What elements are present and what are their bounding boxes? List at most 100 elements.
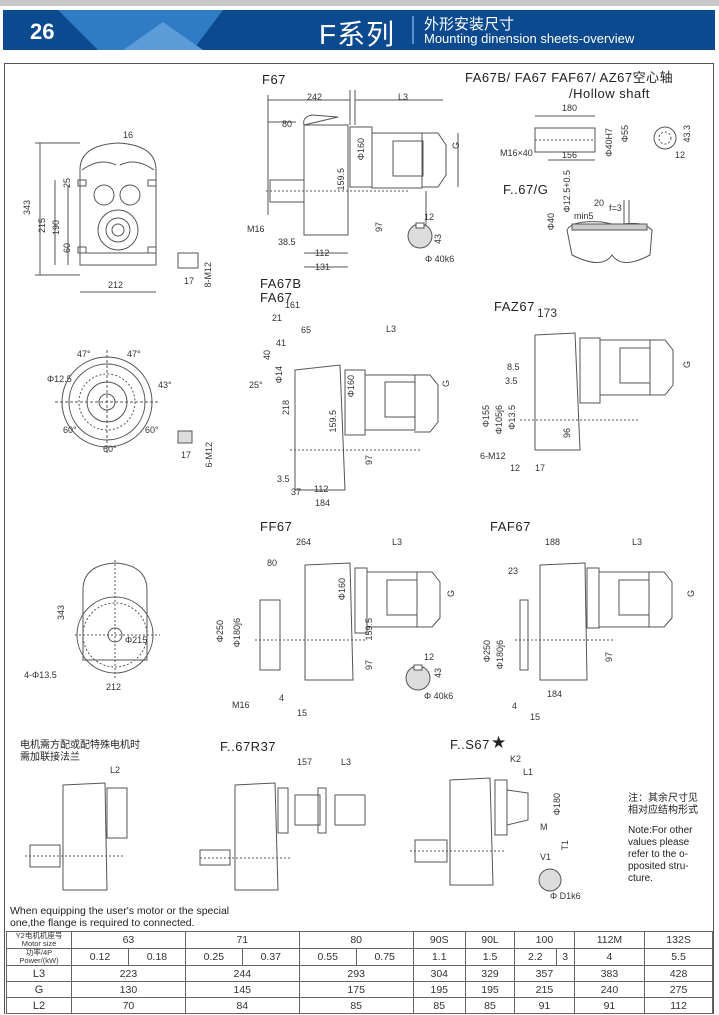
table-cell: 130	[71, 981, 186, 998]
table-cell: 383	[573, 965, 646, 982]
dim-fa-60b: 60°	[145, 425, 159, 435]
dim-ff-15: 15	[297, 708, 308, 718]
power-cell: 5.5	[644, 948, 713, 966]
page-number: 26	[30, 19, 55, 44]
ff67-title: FF67	[260, 519, 293, 534]
dim-fs-v1: V1	[540, 852, 552, 862]
dim-f67g-20: 20	[594, 198, 605, 208]
dim-hollow-40h7: Φ40H7	[604, 128, 614, 157]
table-cell: 215	[514, 981, 575, 998]
dim-f67-242: 242	[307, 92, 323, 102]
table-cell: 304	[412, 965, 466, 982]
dim-faz-96: 96	[562, 428, 572, 439]
dim-f67-25: 25	[62, 178, 72, 189]
dim-fa-tap17: 17	[181, 450, 192, 460]
dim-faz-12: 12	[510, 463, 521, 473]
f67-front-drawing	[35, 142, 199, 293]
dim-fa-184: 184	[315, 498, 331, 508]
dim-f67-m16: M16	[247, 224, 265, 234]
f67-title: F67	[262, 72, 286, 87]
dim-f67g-40: Φ40	[546, 213, 556, 231]
dim-fa-112: 112	[314, 484, 329, 494]
hollow-title-1: FA67B/ FA67 FAF67/ AZ67空心轴	[465, 70, 674, 85]
dim-faz-173: 173	[537, 306, 558, 320]
side-note-en-4: pposited stru-	[628, 861, 689, 872]
dim-f67-97: 97	[374, 222, 384, 233]
fa67b-title-1: FA67B	[260, 276, 302, 291]
dim-fa-g: G	[441, 380, 451, 388]
dim-ff-80: 80	[267, 558, 278, 568]
power-cell: 2.2	[514, 948, 557, 966]
dim-fa-159-5: 159.5	[328, 410, 338, 433]
motor-size-cell: 63	[71, 931, 186, 949]
faf67-drawing	[515, 562, 673, 681]
dim-fa-160: Φ160	[346, 375, 356, 398]
dim-ff-4: 4	[279, 693, 285, 703]
flange-motor-drawing	[25, 782, 128, 891]
table-cell: 91	[573, 997, 646, 1014]
f67-key-section	[407, 222, 433, 249]
power-cell: 0.75	[355, 948, 414, 966]
power-cell: 1.1	[412, 948, 466, 966]
header-decoration	[58, 10, 223, 50]
power-cell: 0.55	[298, 948, 357, 966]
dim-fa-21: 21	[272, 313, 283, 323]
dim-faf-g: G	[686, 590, 696, 598]
fs67-drawing	[410, 777, 562, 892]
dim-fa-37: 37	[291, 487, 302, 497]
table-cell: 112	[644, 997, 713, 1014]
header-motor-en: Motor size	[21, 939, 57, 948]
dim-f67-60: 60	[62, 243, 72, 254]
dim-faf-15: 15	[530, 712, 541, 722]
dim-ff-212: 212	[106, 682, 122, 692]
dim-fa-60c: 60°	[103, 444, 117, 454]
dim-ff-m16: M16	[232, 700, 250, 710]
dim-faf-l3: L3	[632, 537, 643, 547]
side-note-en-3: refer to the o-	[628, 849, 689, 860]
table-cell: 85	[412, 997, 466, 1014]
dim-fa-41: 41	[276, 338, 287, 348]
power-cell: 0.12	[71, 948, 129, 966]
side-note-en-2: values please	[628, 837, 690, 848]
power-cell: 0.37	[241, 948, 300, 966]
table-cell: 85	[298, 997, 414, 1014]
dim-faf-97: 97	[604, 652, 614, 663]
dim-ff-160: Φ160	[337, 578, 347, 601]
dim-f67-80: 80	[282, 119, 293, 129]
motor-size-cell: 90S	[412, 931, 466, 949]
subtitle-en: Mounting dinension sheets-overview	[424, 31, 635, 46]
dim-fa-40: 40	[262, 350, 272, 361]
dim-ff-180: Φ180j6	[232, 618, 242, 648]
dim-hollow-m16x40: M16×40	[500, 148, 533, 158]
dim-fs-m: M	[540, 822, 548, 832]
row-label: L2	[6, 997, 72, 1014]
table-cell: 85	[464, 997, 516, 1014]
dim-fa-97: 97	[364, 455, 374, 466]
f67-side-drawing	[266, 90, 459, 268]
hollow-shaft-drawing	[534, 115, 677, 161]
power-cell: 1.5	[464, 948, 516, 966]
content-frame	[4, 63, 714, 1014]
dim-f67g-12-5: Φ12.5+0.5	[562, 170, 572, 213]
dim-f67-159-5: 159.5	[336, 168, 346, 191]
dim-faf-180: Φ180j6	[495, 640, 505, 670]
dim-fa-14: Φ14	[274, 366, 284, 384]
power-cell: 0.25	[184, 948, 243, 966]
f67g-drawing	[566, 200, 653, 263]
hollow-title-2: /Hollow shaft	[569, 86, 650, 101]
ff67-side-drawing	[255, 562, 441, 681]
header-divider	[412, 16, 414, 44]
table-cell: 293	[298, 965, 414, 982]
fa67b-side-drawing	[290, 364, 439, 491]
star-icon: ★	[491, 733, 507, 752]
side-note-cn-2: 相对应结构形式	[628, 805, 698, 816]
dim-ff-264: 264	[296, 537, 312, 547]
table-cell: 84	[184, 997, 300, 1014]
header-power-cn: 功率/4P	[25, 948, 53, 957]
table-cell: 275	[644, 981, 713, 998]
